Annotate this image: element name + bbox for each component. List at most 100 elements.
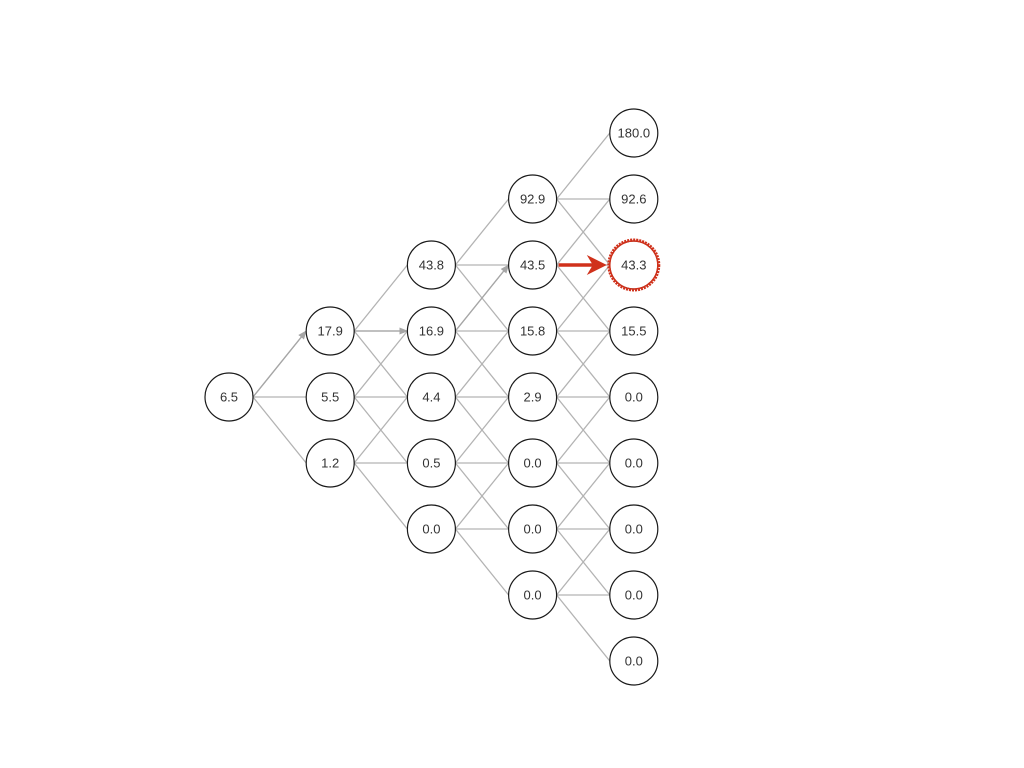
- node-circle: [609, 108, 659, 158]
- node-value: 15.8: [520, 324, 545, 339]
- node-value: 15.5: [621, 324, 646, 339]
- node-value: 6.5: [220, 390, 238, 405]
- node-circle: [507, 306, 558, 356]
- tree-node: 4.4: [406, 372, 456, 422]
- node-value: 0.0: [524, 588, 542, 603]
- tree-edge: [556, 462, 611, 530]
- node-circle: [305, 438, 355, 488]
- highlight-ring: [607, 238, 661, 292]
- node-circle: [609, 504, 659, 554]
- tree-edge: [556, 198, 611, 266]
- node-value: 2.9: [524, 390, 542, 405]
- node-value: 92.9: [520, 192, 545, 207]
- tree-node: 43.8: [406, 240, 456, 290]
- tree-node: 6.5: [204, 372, 254, 422]
- node-value: 0.0: [625, 588, 643, 603]
- node-value: 0.0: [524, 456, 542, 471]
- node-value: 92.6: [621, 192, 646, 207]
- tree-node: 43.5: [507, 240, 558, 290]
- node-circle: [406, 306, 456, 356]
- node-value: 5.5: [321, 390, 339, 405]
- node-value: 0.0: [625, 390, 643, 405]
- path-arrows-layer: [252, 264, 510, 398]
- edges-layer: [252, 132, 611, 662]
- node-circle: [406, 240, 456, 290]
- node-circle: [507, 504, 558, 554]
- node-value: 0.0: [625, 522, 643, 537]
- node-circle: [204, 372, 254, 422]
- node-circle: [609, 372, 659, 422]
- tree-node: 15.5: [609, 306, 659, 356]
- tree-node: 0.0: [609, 438, 659, 488]
- tree-edge: [454, 198, 510, 266]
- tree-edge: [454, 330, 510, 398]
- tree-node: 0.0: [507, 570, 558, 620]
- node-value: 0.0: [625, 654, 643, 669]
- node-value: 17.9: [318, 324, 343, 339]
- tree-edge: [353, 396, 408, 464]
- tree-edge: [454, 396, 510, 464]
- node-circle: [507, 570, 558, 620]
- tree-node: 1.2: [305, 438, 355, 488]
- tree-edge: [556, 528, 611, 596]
- tree-edge: [252, 396, 307, 464]
- node-value: 0.0: [524, 522, 542, 537]
- highlight-arrowhead-icon: [586, 255, 607, 275]
- node-circle: [609, 570, 659, 620]
- tree-node: 15.8: [507, 306, 558, 356]
- tree-edge: [454, 528, 510, 596]
- tree-node: 92.9: [507, 174, 558, 224]
- tree-edge: [454, 462, 510, 530]
- tree-node: 0.5: [406, 438, 456, 488]
- node-circle: [507, 372, 558, 422]
- node-value: 43.3: [621, 258, 646, 273]
- path-edge-arrow: [252, 330, 307, 398]
- node-value: 16.9: [419, 324, 444, 339]
- node-circle: [609, 174, 659, 224]
- tree-node: 16.9: [406, 306, 456, 356]
- node-circle: [609, 438, 659, 488]
- node-circle: [406, 438, 456, 488]
- node-value: 0.0: [422, 522, 440, 537]
- tree-edge: [556, 396, 611, 464]
- node-value: 1.2: [321, 456, 339, 471]
- tree-edge: [353, 462, 408, 530]
- node-value: 0.5: [422, 456, 440, 471]
- tree-edge: [556, 330, 611, 398]
- tree-node: 17.9: [305, 306, 355, 356]
- node-circle: [507, 174, 558, 224]
- node-value: 180.0: [618, 126, 651, 141]
- node-circle: [406, 504, 456, 554]
- node-circle: [305, 372, 355, 422]
- tree-node: 0.0: [609, 570, 659, 620]
- tree-node: 2.9: [507, 372, 558, 422]
- highlight-ring-inner: [609, 240, 659, 290]
- tree-node: 0.0: [609, 372, 659, 422]
- path-edge-arrow: [454, 264, 510, 332]
- highlight-layer: [558, 238, 661, 292]
- node-value: 0.0: [625, 456, 643, 471]
- tree-edge: [556, 132, 611, 200]
- tree-node: 0.0: [609, 636, 659, 686]
- node-circle: [305, 306, 355, 356]
- tree-edge: [556, 594, 611, 662]
- tree-node: 0.0: [507, 504, 558, 554]
- tree-node: 0.0: [406, 504, 456, 554]
- tree-edge: [556, 264, 611, 332]
- tree-edge: [353, 330, 408, 398]
- node-circle: [507, 438, 558, 488]
- tree-node: 180.0: [609, 108, 659, 158]
- node-circle: [507, 240, 558, 290]
- node-value: 4.4: [422, 390, 440, 405]
- node-circle: [406, 372, 456, 422]
- tree-edge: [353, 264, 408, 332]
- tree-node: 0.0: [609, 504, 659, 554]
- node-value: 43.5: [520, 258, 545, 273]
- node-value: 43.8: [419, 258, 444, 273]
- node-circle: [609, 636, 659, 686]
- tree-node: 5.5: [305, 372, 355, 422]
- node-circle: [609, 306, 659, 356]
- tree-node: 92.6: [609, 174, 659, 224]
- tree-node: 0.0: [507, 438, 558, 488]
